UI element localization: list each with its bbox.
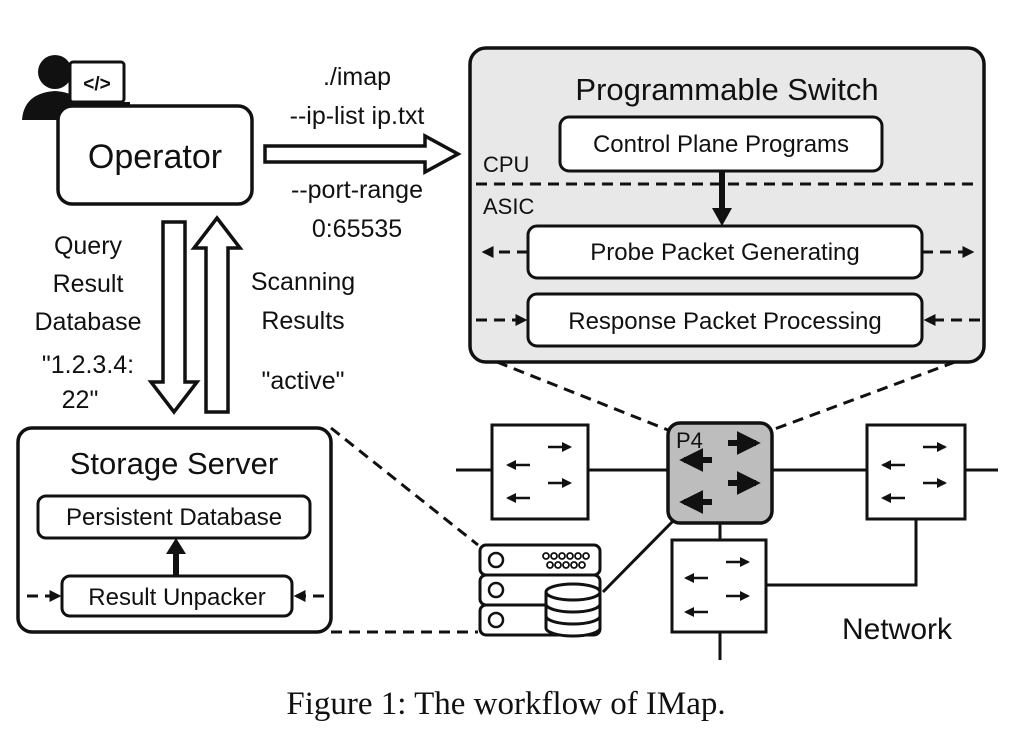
switch-c-arrows-icon bbox=[881, 442, 947, 503]
command-line-4: 0:65535 bbox=[312, 215, 402, 243]
network-link-d-c bbox=[766, 519, 918, 587]
scanning-line-1: Scanning bbox=[251, 268, 355, 296]
query-example-2: 22" bbox=[62, 386, 99, 414]
response-label: Response Packet Processing bbox=[568, 308, 882, 335]
control-to-probe-arrowhead bbox=[712, 208, 732, 226]
query-arrow-down bbox=[147, 220, 201, 415]
database-icon bbox=[544, 582, 602, 638]
command-line-2: --ip-list ip.txt bbox=[290, 102, 425, 130]
network-switch-a[interactable] bbox=[490, 423, 590, 521]
unpacker-to-db-arrowhead bbox=[166, 538, 186, 554]
persistent-db-label: Persistent Database bbox=[66, 504, 282, 531]
command-arrow bbox=[263, 133, 462, 175]
query-example-1: "1.2.3.4: bbox=[42, 351, 134, 379]
query-line-3: Database bbox=[34, 308, 141, 336]
zoom-line-right bbox=[771, 360, 956, 432]
code-glyph: </> bbox=[83, 74, 110, 95]
query-line-1: Query bbox=[54, 232, 123, 260]
zoom-line-left bbox=[496, 360, 669, 432]
asic-label: ASIC bbox=[483, 194, 534, 219]
query-line-2: Result bbox=[53, 270, 124, 298]
p4-arrows-icon bbox=[679, 431, 761, 514]
cpu-label: CPU bbox=[483, 152, 529, 177]
network-label: Network bbox=[842, 613, 953, 646]
operator-box[interactable] bbox=[56, 104, 254, 206]
storage-title: Storage Server bbox=[70, 446, 279, 481]
switch-a-arrows-icon bbox=[506, 442, 572, 503]
command-line-1: ./imap bbox=[323, 63, 391, 91]
network-switch-d[interactable] bbox=[670, 538, 768, 634]
figure-caption: Figure 1: The workflow of IMap. bbox=[286, 686, 725, 722]
result-unpacker-box[interactable] bbox=[60, 574, 294, 618]
command-line-3: --port-range bbox=[291, 176, 423, 204]
storage-zoom-line-top bbox=[330, 426, 479, 547]
response-box[interactable] bbox=[526, 292, 924, 348]
scanning-line-2: Results bbox=[261, 307, 344, 335]
result-unpacker-label: Result Unpacker bbox=[88, 584, 265, 611]
scanning-example: "active" bbox=[261, 367, 344, 395]
probe-label: Probe Packet Generating bbox=[590, 239, 860, 266]
p4-switch[interactable]: P4 bbox=[666, 421, 774, 525]
scanning-arrow-up bbox=[190, 215, 244, 414]
network-link-server-p4 bbox=[601, 516, 678, 594]
persistent-db-box[interactable] bbox=[36, 494, 312, 540]
p4-label: P4 bbox=[676, 428, 703, 453]
laptop-icon: </> bbox=[64, 60, 130, 108]
switch-d-arrows-icon bbox=[684, 557, 750, 617]
switch-title: Programmable Switch bbox=[575, 72, 878, 107]
operator-label: Operator bbox=[88, 138, 222, 176]
network-switch-c[interactable] bbox=[865, 423, 967, 521]
control-plane-label: Control Plane Programs bbox=[593, 131, 849, 158]
